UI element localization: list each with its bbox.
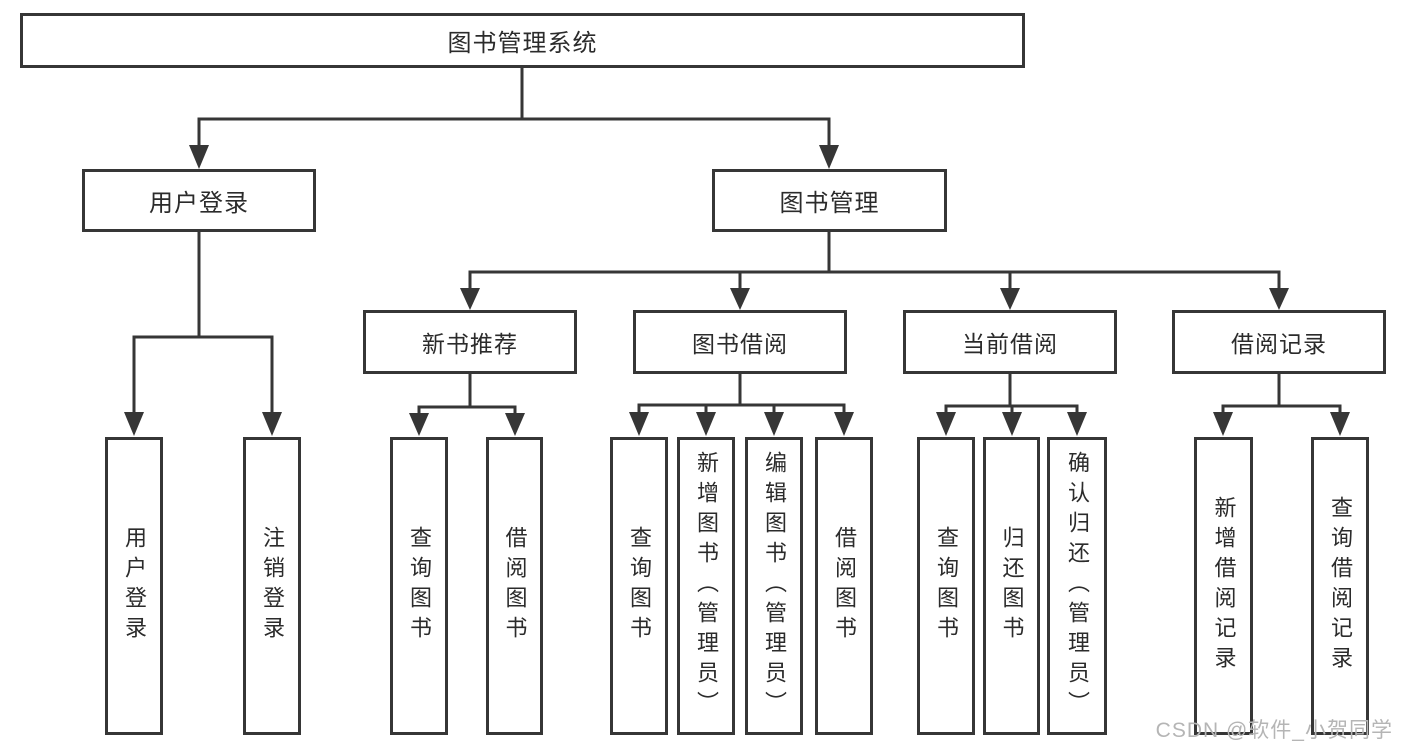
- leaf-query-books-recommend: 查询图书: [390, 437, 448, 735]
- connector-book-mgmt-branch: [460, 231, 1289, 310]
- leaf-user-login: 用户登录: [105, 437, 163, 735]
- connector-book-borrow-branch: [629, 373, 854, 436]
- leaf-return-books: 归还图书: [983, 437, 1040, 735]
- leaf-label: 查询图书: [627, 526, 652, 646]
- node-user-login: 用户登录: [82, 169, 316, 232]
- node-new-book-recommend: 新书推荐: [363, 310, 577, 374]
- leaf-label: 用户登录: [122, 526, 147, 646]
- leaf-label: 编辑图书（管理员）: [762, 451, 787, 721]
- connector-new-book-branch: [409, 373, 525, 436]
- leaf-label: 归还图书: [999, 526, 1025, 646]
- leaf-borrow-books: 借阅图书: [815, 437, 873, 735]
- csdn-watermark: CSDN @软件_小贺同学: [1155, 719, 1393, 742]
- leaf-label: 新增图书（管理员）: [694, 451, 719, 721]
- connector-user-login-branch: [124, 231, 282, 436]
- connector-current-borrow-branch: [936, 373, 1087, 436]
- leaf-edit-books-admin: 编辑图书（管理员）: [745, 437, 803, 735]
- leaf-label: 查询图书: [407, 526, 432, 646]
- leaf-query-books-borrow: 查询图书: [610, 437, 668, 735]
- node-borrow-records: 借阅记录: [1172, 310, 1386, 374]
- connector-borrow-records-branch: [1213, 373, 1350, 436]
- node-root: 图书管理系统: [20, 13, 1025, 68]
- node-book-borrow: 图书借阅: [633, 310, 847, 374]
- leaf-label: 查询借阅记录: [1328, 496, 1353, 676]
- node-book-management: 图书管理: [712, 169, 947, 232]
- leaf-label: 查询图书: [934, 526, 959, 646]
- leaf-query-books-current: 查询图书: [917, 437, 975, 735]
- connector-root-branch: [189, 67, 839, 169]
- leaf-label: 借阅图书: [832, 526, 857, 646]
- leaf-label: 新增借阅记录: [1211, 496, 1237, 676]
- leaf-confirm-return-admin: 确认归还（管理员）: [1047, 437, 1107, 735]
- leaf-borrow-books-recommend: 借阅图书: [486, 437, 543, 735]
- leaf-logout: 注销登录: [243, 437, 301, 735]
- leaf-label: 注销登录: [260, 526, 285, 646]
- leaf-add-books-admin: 新增图书（管理员）: [677, 437, 735, 735]
- leaf-label: 借阅图书: [502, 526, 528, 646]
- node-current-borrow: 当前借阅: [903, 310, 1117, 374]
- leaf-query-borrow-record: 查询借阅记录: [1311, 437, 1369, 735]
- leaf-label: 确认归还（管理员）: [1065, 451, 1090, 721]
- leaf-add-borrow-record: 新增借阅记录: [1194, 437, 1253, 735]
